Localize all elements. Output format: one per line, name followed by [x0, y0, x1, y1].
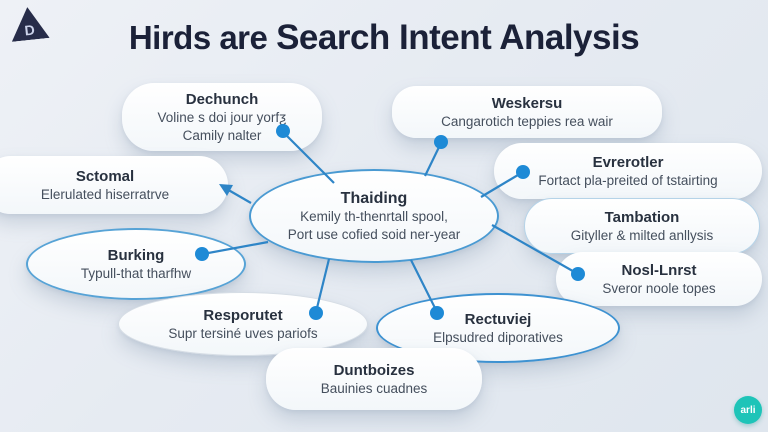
node-title: Evrerotler: [592, 153, 664, 171]
node-duntboizes: Duntboizes Bauinies cuadnes: [266, 348, 482, 410]
node-title: Nosl-Lnrst: [621, 261, 697, 279]
node-subtitle: Supr tersiné uves pariofs: [168, 325, 318, 341]
node-title: Weskersu: [491, 94, 563, 112]
title-main: Search Intent Analysis: [276, 18, 640, 57]
node-resporutet: Resporutet Supr tersiné uves pariofs: [118, 292, 368, 356]
node-subtitle: Voline s doi jour yorfƺ: [157, 110, 287, 125]
arli-badge: arli: [734, 396, 762, 424]
node-subtitle: Port use cofied soid ner-year: [287, 226, 461, 242]
node-title: Sctomal: [75, 167, 135, 185]
node-evrerotler: Evrerotler Fortact pla-preited of tstair…: [494, 143, 762, 199]
node-subtitle: Elpsudred diporatives: [433, 329, 563, 345]
node-thaiding-center: Thaiding Kemily th-thenrtall spool, Port…: [249, 169, 499, 263]
node-subtitle: Cangarotich teppies rea wair: [441, 113, 613, 129]
node-title: Burking: [107, 246, 165, 264]
connector-line-weskersu: [424, 142, 442, 177]
node-subtitle: Gityller & milted anllysis: [570, 227, 714, 243]
node-subtitle: Fortact pla-preited of tstairting: [538, 172, 718, 188]
node-subtitle: Camily nalter: [182, 127, 262, 143]
node-weskersu: Weskersu Cangarotich teppies rea wair: [392, 86, 662, 138]
node-subtitle: Elerulated hiserratrve: [40, 186, 170, 202]
node-title: Duntboizes: [333, 361, 415, 379]
node-subtitle: Bauinies cuadnes: [320, 380, 428, 396]
node-title: Dechunch: [185, 91, 259, 108]
node-subtitle: Typull-that tharfhw: [80, 265, 192, 281]
node-nosl-lnrst: Nosl-Lnrst Sveror noole topes: [556, 252, 762, 306]
arli-badge-label: arli: [740, 404, 756, 416]
node-title: Thaiding: [340, 190, 408, 207]
node-subtitle: Sveror noole topes: [602, 280, 716, 296]
node-dechunch: Dechunch Voline s doi jour yorfƺ Camily …: [122, 83, 322, 151]
connector-line-sctomal: [224, 187, 252, 204]
node-title: Rectuviej: [464, 310, 532, 328]
node-sctomal: Sctomal Elerulated hiserratrve: [0, 156, 228, 214]
page-title: Hirds are Search Intent Analysis: [0, 18, 768, 58]
node-burking: Burking Typull-that tharfhw: [26, 228, 246, 300]
node-subtitle: Kemily th-thenrtall spool,: [300, 209, 448, 224]
node-title: Tambation: [604, 208, 680, 226]
node-title: Resporutet: [203, 306, 283, 324]
node-tambation: Tambation Gityller & milted anllysis: [524, 198, 760, 254]
title-prefix: Hirds are: [128, 19, 268, 56]
